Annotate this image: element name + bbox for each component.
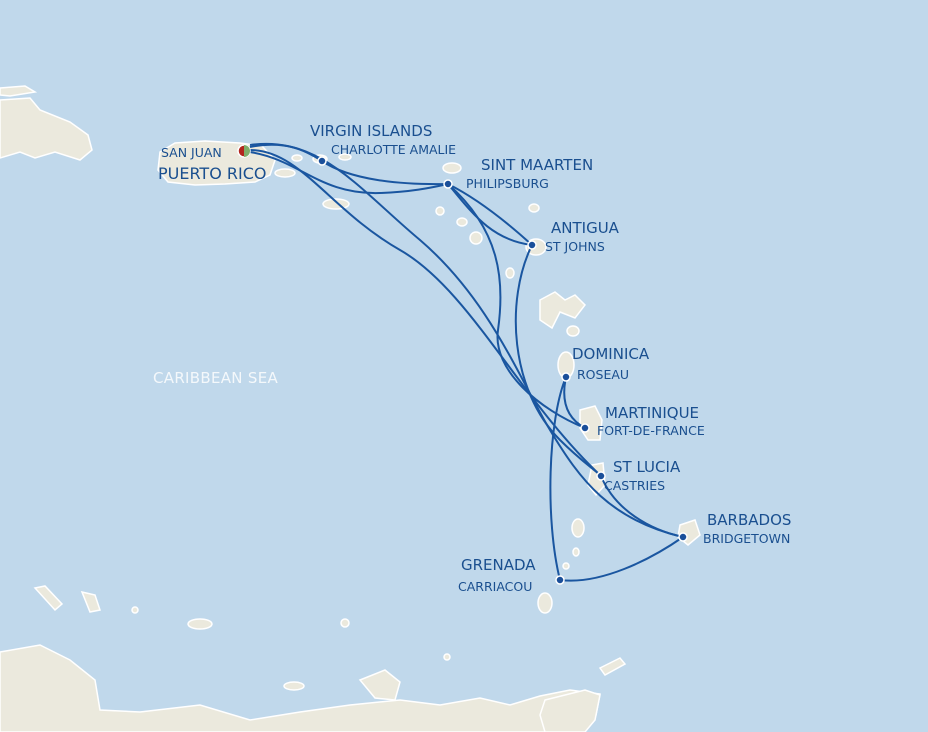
region-label-virgin-islands: VIRGIN ISLANDS xyxy=(310,122,433,140)
port-marker-carriacou[interactable] xyxy=(555,575,565,585)
anguilla xyxy=(442,162,462,174)
route-castries-bridgetown xyxy=(600,475,684,538)
port-label-roseau: ROSEAU xyxy=(577,367,630,382)
margarita xyxy=(358,669,401,701)
port-label-st-johns: ST JOHNS xyxy=(545,239,605,254)
islet xyxy=(131,606,139,614)
port-label-fort-de-france: FORT-DE-FRANCE xyxy=(597,423,705,438)
route-charlotte-philipsburg xyxy=(321,160,449,186)
route-philipsburg-fortdefrance xyxy=(447,183,586,429)
route-roseau-carriacou xyxy=(549,376,567,581)
grenadines xyxy=(572,547,580,557)
route-carriacou-bridgetown xyxy=(559,536,684,582)
region-label-martinique: MARTINIQUE xyxy=(605,404,700,422)
port-marker-bridgetown[interactable] xyxy=(678,532,688,542)
islet-2 xyxy=(340,618,350,628)
port-marker-castries[interactable] xyxy=(596,471,606,481)
tobago xyxy=(598,657,627,676)
region-label-grenada: GRENADA xyxy=(461,556,536,574)
hispaniola-tip xyxy=(0,85,38,97)
st-kitts xyxy=(456,217,468,227)
barbuda xyxy=(528,203,540,213)
port-label-castries: CASTRIES xyxy=(604,478,666,493)
marie-galante xyxy=(566,325,580,337)
port-label-san-juan: SAN JUAN xyxy=(161,145,222,160)
route-philipsburg-stjohns-1 xyxy=(447,183,533,246)
region-label-barbados: BARBADOS xyxy=(707,511,792,529)
trinidad xyxy=(539,689,601,732)
montserrat xyxy=(505,267,515,279)
islet-3 xyxy=(443,653,451,661)
vieques xyxy=(274,168,296,178)
culebra xyxy=(291,154,303,162)
port-markers xyxy=(237,144,688,585)
port-marker-philipsburg[interactable] xyxy=(443,179,453,189)
embarkation-marker-half xyxy=(244,145,250,157)
port-marker-st-johns[interactable] xyxy=(527,240,537,250)
route-philipsburg-stjohns-2 xyxy=(447,183,533,246)
port-label-charlotte-amalie: CHARLOTTE AMALIE xyxy=(331,142,457,157)
nevis xyxy=(469,231,483,245)
region-label-puerto-rico: PUERTO RICO xyxy=(158,164,267,183)
guadeloupe xyxy=(539,291,586,330)
st-vincent xyxy=(571,518,585,538)
port-label-carriacou: CARRIACOU xyxy=(458,579,533,594)
route-sanjuan-castries xyxy=(249,149,602,477)
st-john xyxy=(338,153,352,161)
region-label-antigua: ANTIGUA xyxy=(551,219,619,237)
grenada xyxy=(537,592,553,614)
region-label-dominica: DOMINICA xyxy=(572,345,650,363)
land-masses xyxy=(0,85,701,732)
routes xyxy=(249,142,684,582)
saba xyxy=(435,206,445,216)
aruba-curacao xyxy=(33,585,101,613)
port-label-philipsburg: PHILIPSBURG xyxy=(466,176,549,191)
region-label-sint-maarten: SINT MAARTEN xyxy=(481,156,594,174)
sea-label: CARIBBEAN SEA xyxy=(153,369,279,387)
grenadines-2 xyxy=(562,562,570,570)
route-sanjuan-bridgetown-1 xyxy=(249,142,684,538)
margarita-west xyxy=(187,618,213,630)
port-label-bridgetown: BRIDGETOWN xyxy=(703,531,791,546)
port-marker-fort-de-france[interactable] xyxy=(580,423,590,433)
islet-4 xyxy=(283,681,305,691)
port-marker-charlotte-amalie[interactable] xyxy=(317,156,327,166)
region-label-st-lucia: ST LUCIA xyxy=(613,458,681,476)
port-marker-roseau[interactable] xyxy=(561,372,571,382)
hispaniola xyxy=(0,97,93,161)
route-stjohns-castries xyxy=(514,244,602,477)
